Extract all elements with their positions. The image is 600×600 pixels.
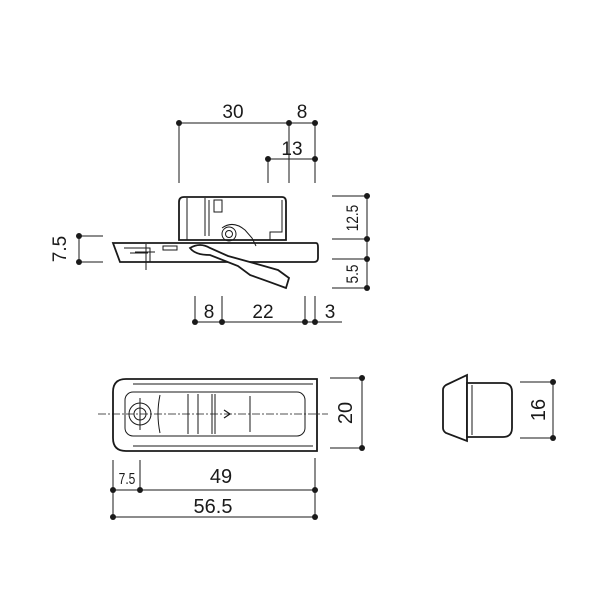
top-view-dimensions: 20 7.5 49 56.5 [110, 375, 365, 520]
dim-3: 3 [325, 302, 336, 323]
side-view-part [111, 196, 319, 290]
dim-5-5: 5.5 [344, 265, 363, 284]
dim-20: 20 [335, 402, 357, 424]
dim-56-5: 56.5 [194, 496, 233, 518]
dim-8-bottom: 8 [204, 302, 215, 323]
top-view: 20 7.5 49 56.5 [98, 375, 365, 520]
cap-view: 16 [442, 373, 556, 443]
dim-13: 13 [281, 139, 302, 160]
dim-16: 16 [528, 399, 550, 421]
dim-7-5-left: 7.5 [50, 236, 71, 262]
dim-7-5-bottom: 7.5 [119, 469, 136, 487]
dim-22: 22 [252, 302, 273, 323]
side-view-dimensions: 30 8 13 7.5 12.5 5.5 8 22 3 [50, 102, 370, 325]
top-view-part [98, 378, 328, 452]
side-view: 30 8 13 7.5 12.5 5.5 8 22 3 [50, 102, 370, 325]
dim-49: 49 [210, 466, 232, 488]
dim-12-5: 12.5 [344, 205, 363, 231]
dim-8-top: 8 [297, 102, 308, 123]
dim-30: 30 [222, 102, 243, 123]
